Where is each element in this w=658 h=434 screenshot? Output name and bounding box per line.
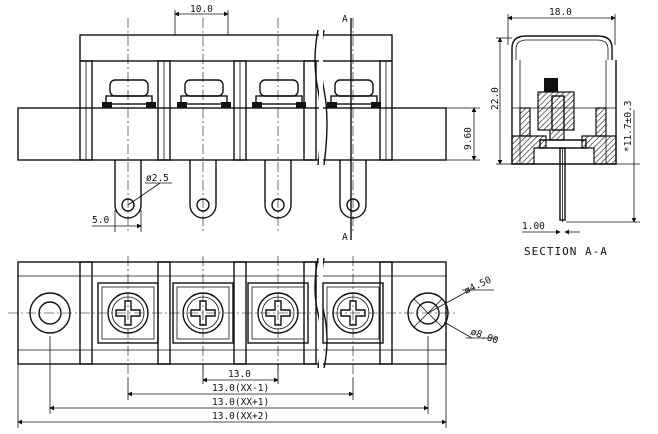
dim-pitch-top: 10.0 [190, 4, 213, 15]
dim-section-height: 22.0 [490, 87, 501, 110]
separators [79, 261, 393, 365]
dim-pin-thickness: 1.00 [522, 221, 545, 232]
pins [114, 160, 367, 219]
top-view: ø4.50 ø8.00 13.0 13.0(XX-1) 13.0(XX+1) 1… [8, 256, 500, 428]
dim-pin-length: *11.7±0.3 [623, 101, 634, 152]
dim-xx-plus-1: 13.0(XX+1) [212, 397, 269, 408]
screw-heads [102, 79, 381, 108]
section-title: SECTION A-A [524, 245, 608, 258]
dim-pin-hole: ø2.5 [146, 173, 169, 184]
section-view: 18.0 22.0 *11.7±0.3 1.00 [490, 7, 640, 258]
dim-bottom-pitch: 13.0 [228, 369, 251, 380]
dim-xx-minus-1: 13.0(XX-1) [212, 383, 269, 394]
terminal-walls [79, 60, 393, 161]
section-letter-top: A [342, 14, 348, 25]
section-letter-bottom: A [342, 232, 348, 243]
dim-xx-plus-2: 13.0(XX+2) [212, 411, 269, 422]
dim-hole-outer: ø8.00 [469, 326, 500, 346]
front-view: A A 10.0 ø2.5 5.0 9.60 [17, 4, 480, 243]
dim-hole-inner: ø4.50 [463, 275, 494, 297]
dim-section-width: 18.0 [549, 7, 572, 18]
dim-body-height: 9.60 [463, 127, 474, 150]
dim-pin-offset: 5.0 [92, 215, 109, 226]
